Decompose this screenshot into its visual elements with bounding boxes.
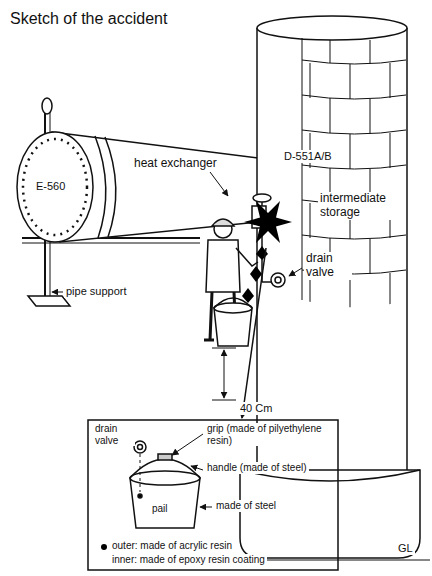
part-label: GL	[396, 542, 415, 555]
detail-inset	[88, 420, 338, 570]
leader-lines	[52, 172, 302, 292]
part-label: E-560	[34, 180, 67, 193]
heat-exchanger-drawing	[17, 132, 258, 242]
explosion-mark	[242, 201, 292, 303]
part-label: drain valve	[304, 252, 352, 280]
part-label: outer: made of acrylic resin	[110, 540, 234, 552]
part-label: pipe support	[64, 285, 129, 298]
part-label: drain valve	[93, 423, 135, 446]
diagram-title: Sketch of the accident	[6, 8, 171, 30]
storage-tank-drawing	[228, 16, 430, 560]
part-label: handle (made of steel)	[205, 462, 309, 474]
part-label: intermediate storage	[318, 192, 406, 220]
part-label: 40 Cm	[238, 402, 274, 415]
part-label: made of steel	[214, 500, 278, 512]
part-label: heat exchanger	[132, 157, 219, 171]
dimension-line	[212, 348, 236, 400]
part-label: D-551A/B	[282, 150, 334, 163]
part-label: grip (made of pilyethylene resin)	[205, 423, 337, 446]
part-label: inner: made of epoxy resin coating	[110, 554, 267, 566]
pointer-arrow	[242, 248, 266, 418]
part-label: pail	[150, 503, 170, 515]
pail-drawing	[214, 298, 252, 346]
